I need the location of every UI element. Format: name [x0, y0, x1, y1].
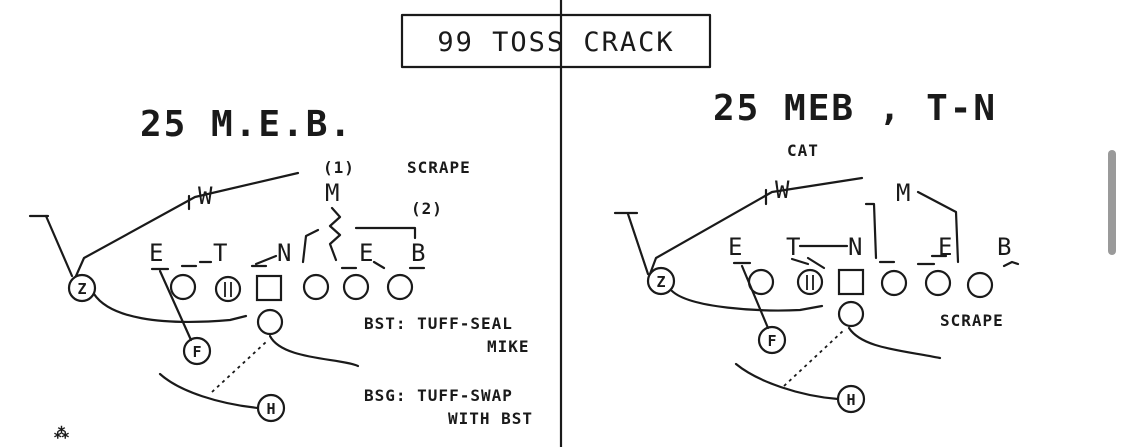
left-player-z — [67, 273, 97, 303]
left-defender-b: B — [411, 239, 425, 267]
right-w-blitz-line — [648, 176, 864, 276]
left-m-scrape-wiggle — [328, 206, 342, 262]
right-lineman — [924, 269, 952, 297]
right-play-name: 25 MEB , T-N — [713, 88, 997, 129]
title-box — [400, 13, 712, 69]
right-defender-t: T — [786, 233, 800, 261]
left-bsg-line-1: BSG: TUFF-SWAP — [364, 386, 513, 405]
right-lineman — [880, 269, 908, 297]
right-player-h-label: H — [846, 391, 855, 409]
right-player-z — [646, 266, 676, 296]
left-routes — [92, 269, 360, 410]
right-defender-e2: E — [938, 233, 952, 261]
right-lineman — [966, 271, 994, 299]
stray-mark: ⁂ — [54, 424, 69, 442]
left-bsg-line-2: WITH BST — [448, 409, 533, 428]
left-defender-n: N — [277, 239, 291, 267]
left-note-1: (1) — [323, 158, 355, 177]
right-offense: Z F H — [646, 266, 994, 414]
left-quarterback — [256, 308, 284, 336]
left-m-fill-line — [301, 228, 320, 264]
left-defender-m: M — [325, 179, 339, 207]
right-z-crack-route — [670, 289, 824, 312]
left-defender-w: W — [198, 182, 213, 210]
right-player-f — [757, 325, 787, 355]
left-z-crack-route — [92, 292, 248, 323]
left-lineman-ii — [214, 275, 242, 303]
left-note-2: (2) — [411, 199, 443, 218]
left-lineman — [342, 273, 370, 301]
left-note-scrape: SCRAPE — [407, 158, 471, 177]
right-quarterback — [837, 300, 865, 328]
left-defender-e1: E — [149, 239, 163, 267]
right-defender-e1: E — [728, 233, 742, 261]
right-scrape-label: SCRAPE — [940, 311, 1004, 330]
left-bst-line-1: BST: TUFF-SEAL — [364, 314, 513, 333]
right-lineman-ii — [796, 268, 824, 296]
left-player-f — [182, 336, 212, 366]
left-defender-lines — [28, 171, 426, 278]
right-h-route — [734, 362, 840, 401]
left-defender-e2: E — [359, 239, 373, 267]
vertical-scrollbar[interactable] — [1108, 150, 1116, 255]
right-player-z-label: Z — [656, 273, 665, 291]
left-player-z-label: Z — [77, 280, 86, 298]
left-offense: Z F H — [67, 273, 414, 423]
left-bst-line-2: MIKE — [487, 337, 530, 356]
right-toss-pitch-dashed — [783, 329, 845, 387]
left-defender-t: T — [213, 239, 227, 267]
right-routes — [670, 264, 942, 401]
right-player-f-label: F — [767, 332, 776, 350]
left-f-route — [158, 269, 193, 342]
right-m-scrape-line — [916, 190, 960, 264]
left-e-b-cross-line — [354, 226, 417, 240]
left-play-name: 25 M.E.B. — [140, 104, 353, 145]
right-m-fill-line — [864, 202, 878, 260]
right-center — [837, 268, 865, 296]
left-player-h-label: H — [266, 400, 275, 418]
right-b-arrow — [1002, 260, 1020, 268]
left-qb-toss-path — [268, 334, 360, 368]
right-qb-toss-path — [847, 326, 942, 360]
right-defender-b: B — [997, 233, 1011, 261]
right-defender-m: M — [896, 179, 910, 207]
right-defender-n: N — [848, 233, 862, 261]
left-lineman — [386, 273, 414, 301]
left-toss-pitch-dashed — [211, 341, 267, 393]
left-lineman — [302, 273, 330, 301]
right-cat-label: CAT — [787, 141, 819, 160]
right-f-route — [740, 264, 770, 330]
left-player-f-label: F — [192, 343, 201, 361]
play-title: 99 TOSS CRACK — [437, 27, 674, 58]
left-lineman — [169, 273, 197, 301]
left-w-blitz-line — [74, 171, 300, 278]
left-h-route — [158, 372, 260, 410]
left-center — [255, 274, 283, 302]
right-defender-lines — [613, 176, 1020, 276]
